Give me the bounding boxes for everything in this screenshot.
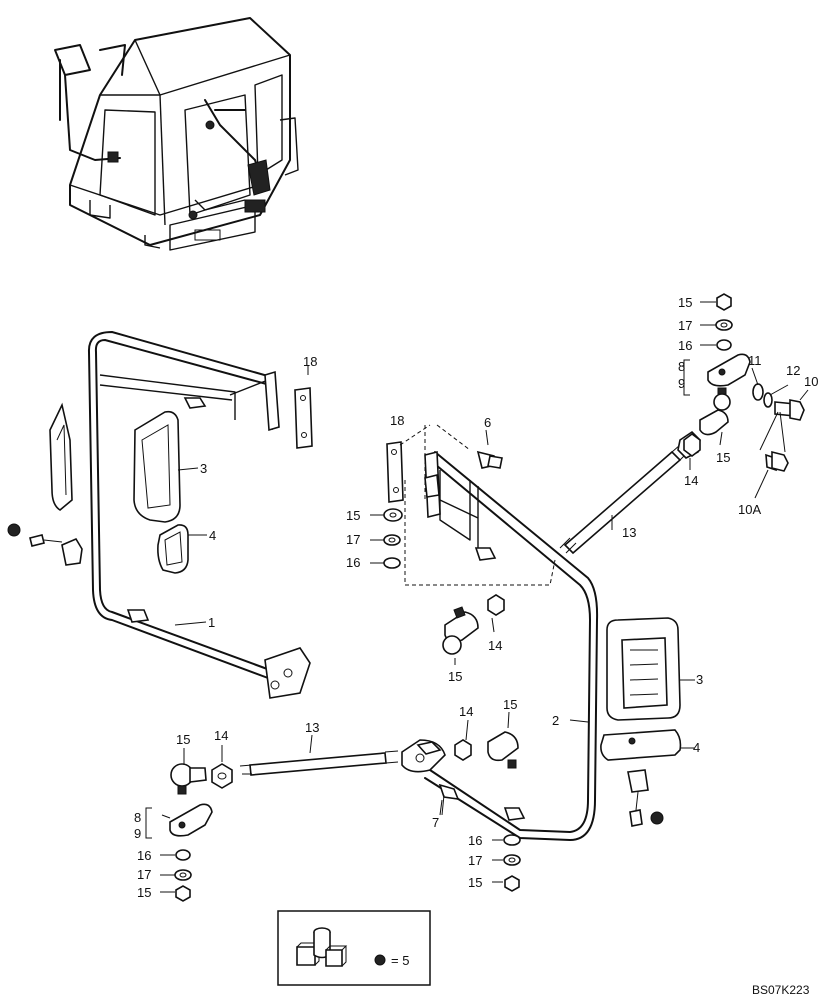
leaders: [145, 301, 809, 893]
legend-box: = 5: [277, 910, 431, 986]
callout-15-a: 15: [678, 295, 692, 310]
callout-3-right: 3: [696, 672, 703, 687]
callout-4-left: 4: [209, 528, 216, 543]
callout-15-f: 15: [503, 697, 517, 712]
callout-15-d: 15: [448, 669, 462, 684]
callout-8-b: 8: [134, 810, 141, 825]
callout-4-right: 4: [693, 740, 700, 755]
callout-15-h: 15: [468, 875, 482, 890]
callout-14-c: 14: [214, 728, 228, 743]
callout-13-b: 13: [305, 720, 319, 735]
callout-16-b: 16: [346, 555, 360, 570]
callout-9-a: 9: [678, 376, 685, 391]
callout-14-a: 14: [684, 473, 698, 488]
callout-12: 12: [786, 363, 800, 378]
callout-18-left: 18: [303, 354, 317, 369]
center-mirror-arm: [386, 424, 599, 841]
callout-17-d: 17: [468, 853, 482, 868]
callout-16-d: 16: [468, 833, 482, 848]
upper-right-linkage: [559, 293, 805, 555]
callout-1: 1: [208, 615, 215, 630]
callout-18-center: 18: [390, 413, 404, 428]
callout-8-a: 8: [678, 359, 685, 374]
legend-equals-text: = 5: [391, 953, 409, 968]
center-left-hardware: [383, 508, 403, 569]
left-mirror-arm: [7, 331, 313, 699]
callout-15-e: 15: [176, 732, 190, 747]
callout-14-b: 14: [488, 638, 502, 653]
cab-overview: [54, 17, 299, 251]
callout-17-b: 17: [346, 532, 360, 547]
callout-14-d: 14: [459, 704, 473, 719]
callout-15-g: 15: [137, 885, 151, 900]
callout-17-a: 17: [678, 318, 692, 333]
right-mirror: [600, 617, 682, 827]
callout-7: 7: [432, 815, 439, 830]
lower-left-linkage: [169, 750, 399, 902]
callout-3-left: 3: [200, 461, 207, 476]
callout-15-c: 15: [346, 508, 360, 523]
callout-10a: 10A: [738, 502, 761, 517]
left-leaders: [174, 365, 309, 626]
center-joints: [401, 594, 521, 892]
callout-11: 11: [748, 353, 762, 368]
dot-symbol-icon: [374, 954, 386, 966]
callout-10: 10: [804, 374, 818, 389]
callout-13-a: 13: [622, 525, 636, 540]
callout-2: 2: [552, 713, 559, 728]
callout-labels: 18 3 4 1 18 6 15 17 16 15 17 16 8 9 11 1…: [134, 295, 818, 900]
callout-6: 6: [484, 415, 491, 430]
drawing-code: BS07K223: [752, 983, 810, 997]
callout-16-c: 16: [137, 848, 151, 863]
callout-17-c: 17: [137, 867, 151, 882]
callout-9-b: 9: [134, 826, 141, 841]
callout-16-a: 16: [678, 338, 692, 353]
callout-15-b: 15: [716, 450, 730, 465]
